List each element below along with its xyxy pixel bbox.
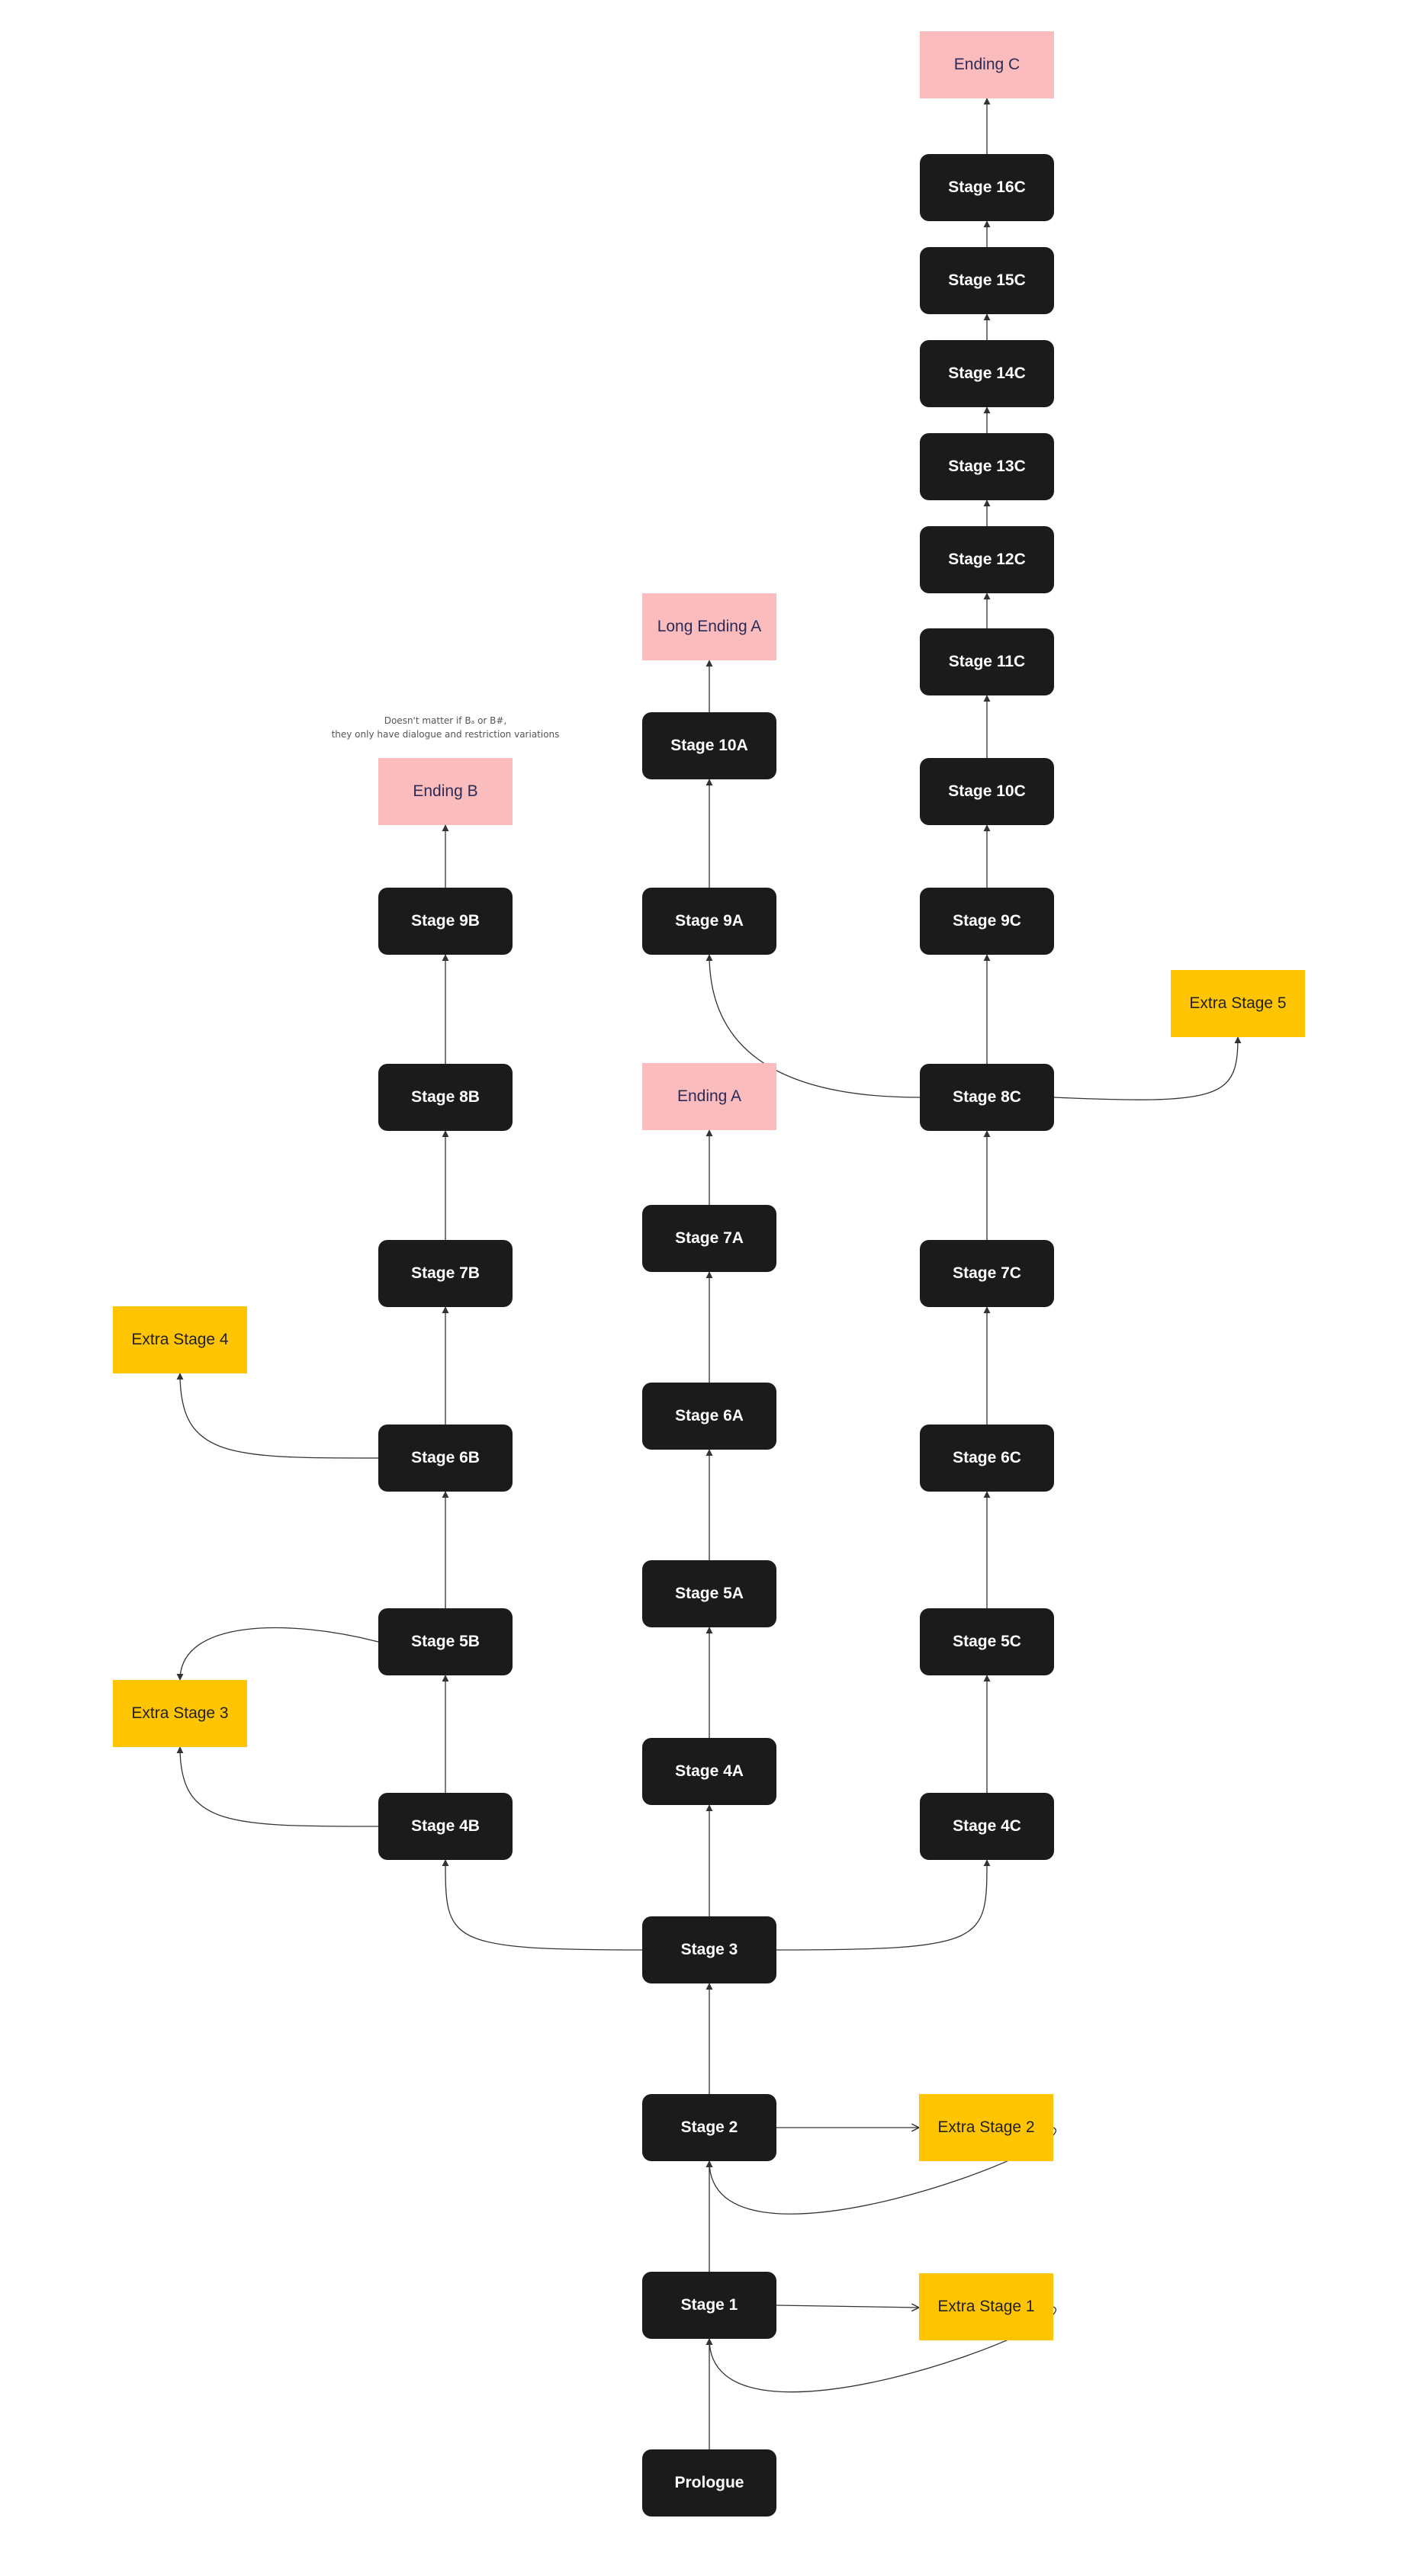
stage-7c-label: Stage 7C [953, 1264, 1021, 1282]
stage-9a-node[interactable]: Stage 9A [642, 888, 776, 955]
edge-stage5b-to-extra3 [176, 1627, 379, 1681]
ending-b-node[interactable]: Ending B [378, 758, 513, 825]
stage-9a-label: Stage 9A [675, 912, 744, 930]
edge-stage4b-to-extra3 [176, 1746, 379, 1827]
stage-4c-node[interactable]: Stage 4C [920, 1793, 1054, 1860]
extra-stage-2-node[interactable]: Extra Stage 2 [919, 2094, 1053, 2161]
stage-8c-node[interactable]: Stage 8C [920, 1064, 1054, 1131]
extra-stage-5-label: Extra Stage 5 [1189, 994, 1287, 1012]
stage-5c-label: Stage 5C [953, 1633, 1021, 1650]
extra-stage-3-node[interactable]: Extra Stage 3 [113, 1680, 247, 1747]
stage-1-node[interactable]: Stage 1 [642, 2272, 776, 2339]
stage-3-node[interactable]: Stage 3 [642, 1916, 776, 1983]
stage-6b-label: Stage 6B [411, 1449, 480, 1466]
stage-5c-node[interactable]: Stage 5C [920, 1608, 1054, 1675]
stage-6c-label: Stage 6C [953, 1449, 1021, 1466]
stage-14c-label: Stage 14C [948, 365, 1026, 382]
long-ending-a-node[interactable]: Long Ending A [642, 593, 776, 660]
stage-10a-label: Stage 10A [670, 737, 748, 754]
stage-5b-node[interactable]: Stage 5B [378, 1608, 513, 1675]
branch-b-note: Doesn't matter if Bₐ or B#, they only ha… [332, 714, 560, 741]
prologue-label: Prologue [674, 2474, 744, 2491]
branch-b-note-line-2: they only have dialogue and restriction … [331, 729, 560, 740]
stage-16c-node[interactable]: Stage 16C [920, 154, 1054, 221]
stage-4a-node[interactable]: Stage 4A [642, 1738, 776, 1805]
stage-7a-label: Stage 7A [675, 1229, 744, 1247]
ending-a-node[interactable]: Ending A [642, 1063, 776, 1130]
ending-b-label: Ending B [413, 782, 478, 800]
stage-16c-label: Stage 16C [948, 178, 1026, 196]
stage-15c-node[interactable]: Stage 15C [920, 247, 1054, 314]
stage-10c-label: Stage 10C [948, 782, 1026, 800]
stage-8b-label: Stage 8B [411, 1088, 480, 1106]
stage-4b-node[interactable]: Stage 4B [378, 1793, 513, 1860]
stage-5a-node[interactable]: Stage 5A [642, 1560, 776, 1627]
stage-5a-label: Stage 5A [675, 1585, 744, 1602]
stage-14c-node[interactable]: Stage 14C [920, 340, 1054, 407]
stage-7a-node[interactable]: Stage 7A [642, 1205, 776, 1272]
extra-stage-3-label: Extra Stage 3 [131, 1704, 229, 1722]
ending-a-label: Ending A [677, 1087, 742, 1105]
extra-stage-1-node[interactable]: Extra Stage 1 [919, 2273, 1053, 2340]
stage-4b-label: Stage 4B [411, 1817, 480, 1835]
stage-15c-label: Stage 15C [948, 271, 1026, 289]
stage-13c-node[interactable]: Stage 13C [920, 433, 1054, 500]
prologue-node[interactable]: Prologue [642, 2449, 776, 2517]
stage-6a-label: Stage 6A [675, 1407, 744, 1425]
edge-stage1-to-extra1 [776, 2305, 919, 2308]
edge-stage3-to-stage4b [442, 1859, 643, 1951]
stage-7b-node[interactable]: Stage 7B [378, 1240, 513, 1307]
stage-11c-node[interactable]: Stage 11C [920, 628, 1054, 695]
edge-stage8c-to-stage9a [706, 954, 921, 1098]
extra-stage-5-node[interactable]: Extra Stage 5 [1171, 970, 1305, 1037]
extra-stage-2-label: Extra Stage 2 [937, 2118, 1035, 2136]
stage-2-label: Stage 2 [680, 2118, 738, 2136]
extra-stage-4-node[interactable]: Extra Stage 4 [113, 1306, 247, 1373]
stage-6c-node[interactable]: Stage 6C [920, 1425, 1054, 1492]
extra-stage-4-label: Extra Stage 4 [131, 1331, 229, 1348]
stage-13c-label: Stage 13C [948, 458, 1026, 475]
long-ending-a-label: Long Ending A [657, 618, 762, 635]
stage-10a-node[interactable]: Stage 10A [642, 712, 776, 779]
stage-3-label: Stage 3 [680, 1941, 738, 1958]
stage-7b-label: Stage 7B [411, 1264, 480, 1282]
stage-12c-label: Stage 12C [948, 551, 1026, 568]
stage-4c-label: Stage 4C [953, 1817, 1021, 1835]
stage-12c-node[interactable]: Stage 12C [920, 526, 1054, 593]
stage-4a-label: Stage 4A [675, 1762, 744, 1780]
stage-9b-node[interactable]: Stage 9B [378, 888, 513, 955]
ending-c-label: Ending C [953, 56, 1020, 73]
edge-stage6b-to-extra4 [176, 1373, 379, 1459]
edge-stage8c-to-extra5 [1053, 1036, 1242, 1100]
stage-9c-label: Stage 9C [953, 912, 1021, 930]
stage-6a-node[interactable]: Stage 6A [642, 1383, 776, 1450]
stage-1-label: Stage 1 [680, 2296, 738, 2314]
stage-11c-label: Stage 11C [948, 653, 1026, 670]
stage-6b-node[interactable]: Stage 6B [378, 1425, 513, 1492]
stage-8c-label: Stage 8C [953, 1088, 1021, 1106]
branch-b-note-line-1: Doesn't matter if Bₐ or B#, [384, 715, 507, 726]
stage-8b-node[interactable]: Stage 8B [378, 1064, 513, 1131]
stage-2-node[interactable]: Stage 2 [642, 2094, 776, 2161]
extra-stage-1-label: Extra Stage 1 [937, 2298, 1035, 2315]
stage-9c-node[interactable]: Stage 9C [920, 888, 1054, 955]
edge-stage3-to-stage4c [776, 1859, 991, 1951]
stage-7c-node[interactable]: Stage 7C [920, 1240, 1054, 1307]
ending-c-node[interactable]: Ending C [920, 31, 1054, 98]
stage-5b-label: Stage 5B [411, 1633, 480, 1650]
stage-9b-label: Stage 9B [411, 912, 480, 930]
stage-10c-node[interactable]: Stage 10C [920, 758, 1054, 825]
